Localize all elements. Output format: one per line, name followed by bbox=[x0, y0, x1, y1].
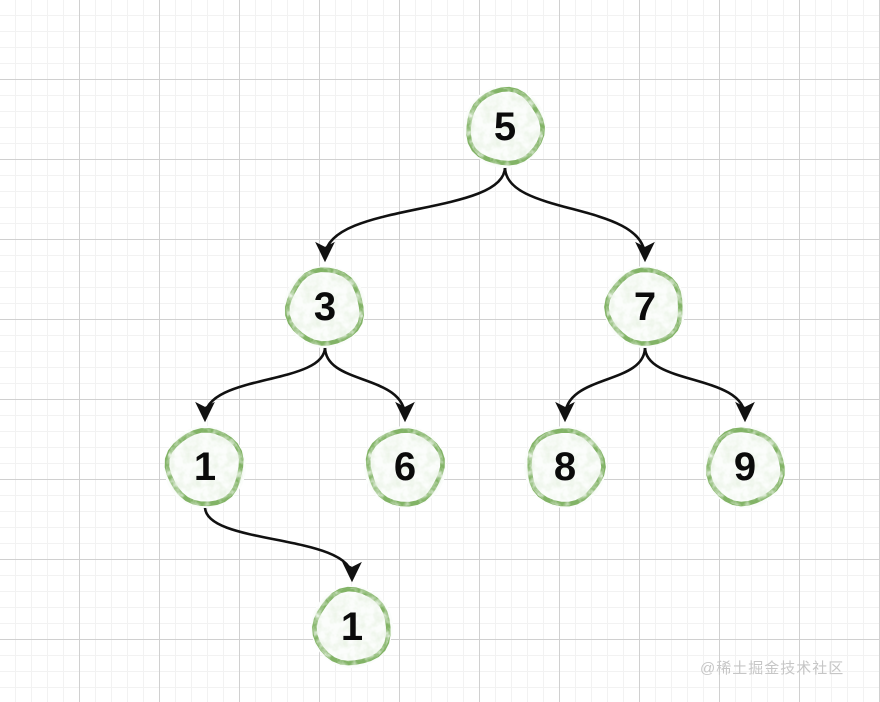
tree-node-9-n9[interactable]: 9 bbox=[704, 426, 786, 508]
node-label: 6 bbox=[393, 445, 417, 489]
tree-edge-n7-to-n8 bbox=[555, 345, 647, 423]
node-label: 5 bbox=[493, 105, 517, 149]
tree-node-6-n6[interactable]: 6 bbox=[364, 426, 446, 508]
tree-node-1-n1a[interactable]: 1 bbox=[164, 426, 246, 508]
tree-edge-n7-to-n9 bbox=[643, 345, 755, 423]
tree-edge-n3-to-n1a bbox=[195, 345, 327, 423]
node-label: 9 bbox=[733, 445, 757, 489]
tree-edge-n5-to-n3 bbox=[315, 165, 507, 263]
tree-node-7-n7[interactable]: 7 bbox=[604, 266, 686, 348]
tree-edge-n5-to-n7 bbox=[503, 165, 655, 263]
tree-node-3-n3[interactable]: 3 bbox=[284, 266, 366, 348]
tree-node-1-n1b[interactable]: 1 bbox=[311, 586, 393, 668]
tree-edge-n3-to-n6 bbox=[323, 345, 415, 423]
watermark: @稀土掘金技术社区 bbox=[700, 660, 845, 677]
node-label: 1 bbox=[340, 605, 364, 649]
node-label: 8 bbox=[553, 445, 577, 489]
tree-edge-n1a-to-n1b bbox=[203, 505, 362, 583]
tree-node-5-n5[interactable]: 5 bbox=[464, 86, 546, 168]
tree-node-8-n8[interactable]: 8 bbox=[524, 426, 606, 508]
node-label: 7 bbox=[633, 285, 657, 329]
node-label: 3 bbox=[313, 285, 337, 329]
node-label: 1 bbox=[193, 445, 217, 489]
